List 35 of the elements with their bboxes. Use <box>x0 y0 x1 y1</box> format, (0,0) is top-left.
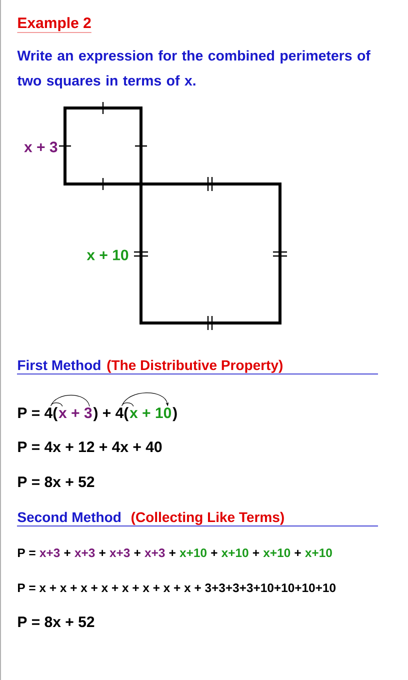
equation-line: P = 8x + 52 <box>18 616 94 628</box>
equation-term: + <box>134 550 140 556</box>
equation-term: x + 10 <box>130 408 172 418</box>
heading: First Method <box>18 360 100 370</box>
equation-term: + <box>169 550 176 556</box>
equation-term: x+10 <box>305 548 332 558</box>
equation-line: P = 4x + 12 + 4x + 40 <box>18 442 162 452</box>
side-label: x + 3 <box>24 142 58 152</box>
heading: Second Method <box>18 512 120 522</box>
equation-line: P = 8x + 52 <box>18 476 94 488</box>
equation-term: x+3 <box>110 548 130 558</box>
square <box>140 182 282 324</box>
equation-term: x+3 <box>144 548 165 558</box>
equation-term: x+10 <box>263 548 290 558</box>
heading: (Collecting Like Terms) <box>132 512 284 525</box>
equation-term: x+10 <box>180 548 206 558</box>
equation-term: + <box>252 550 260 556</box>
equation-term: x+3 <box>74 548 95 558</box>
equation-line: P = x + x + x + x + x + x + x + x + 3+3+3+3+10+10+10+10 <box>18 584 336 592</box>
equation-term: P = 4( <box>18 407 58 422</box>
equation-term: + <box>294 550 301 556</box>
equation-term: x + 3 <box>58 408 92 418</box>
equation-term: + <box>211 550 218 556</box>
equation-term: x+3 <box>40 548 60 558</box>
equation-term: + <box>64 550 70 556</box>
equation-term: P = <box>18 548 36 557</box>
question-text: Write an expression for the combined perimeters of two squares in terms of x. <box>17 50 370 88</box>
side-label: x + 10 <box>86 250 128 260</box>
equation-term: ) + 4( <box>93 407 129 422</box>
equation-term: + <box>99 550 106 556</box>
equation-term: ) <box>172 407 177 422</box>
equation-term: x+10 <box>221 548 248 558</box>
heading: (The Distributive Property) <box>107 360 282 373</box>
square <box>64 106 142 186</box>
title: Example 2 <box>17 17 92 33</box>
